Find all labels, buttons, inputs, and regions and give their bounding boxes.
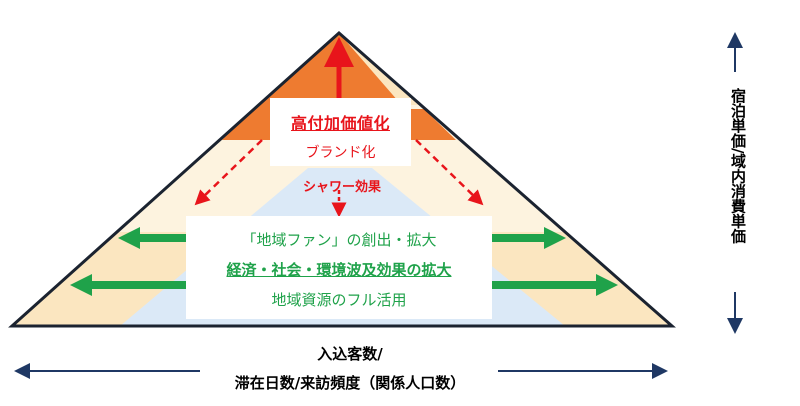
- fan-creation-text: 「地域ファン」の創出・拡大: [241, 231, 437, 249]
- dashed-arrow-left: [194, 139, 263, 206]
- regional-effects-box: 「地域ファン」の創出・拡大 経済・社会・環境波及効果の拡大 地域資源のフル活用: [186, 216, 492, 319]
- horizontal-axis-label-line1: 入込客数/: [317, 345, 383, 363]
- shower-effect-label: シャワー効果: [302, 180, 381, 195]
- green-arrow-right-lower: [492, 274, 618, 296]
- horizontal-axis-label-line2: 滞在日数/来訪頻度（関係人口数）: [234, 374, 466, 392]
- dashed-arrow-right: [415, 139, 484, 206]
- resource-utilization-text: 地域資源のフル活用: [271, 291, 407, 309]
- high-value-box: 高付加価値化 ブランド化: [270, 98, 411, 166]
- high-value-title: 高付加価値化: [290, 114, 390, 133]
- ripple-effect-text: 経済・社会・環境波及効果の拡大: [226, 261, 452, 279]
- green-arrow-right-upper: [492, 227, 566, 249]
- green-arrow-left-upper: [118, 227, 186, 249]
- green-arrow-left-lower: [70, 274, 186, 296]
- pyramid-outline: [8, 30, 676, 328]
- branding-subtitle: ブランド化: [305, 145, 376, 161]
- vertical-axis-label: 宿泊単価/域内消費単価: [729, 88, 747, 244]
